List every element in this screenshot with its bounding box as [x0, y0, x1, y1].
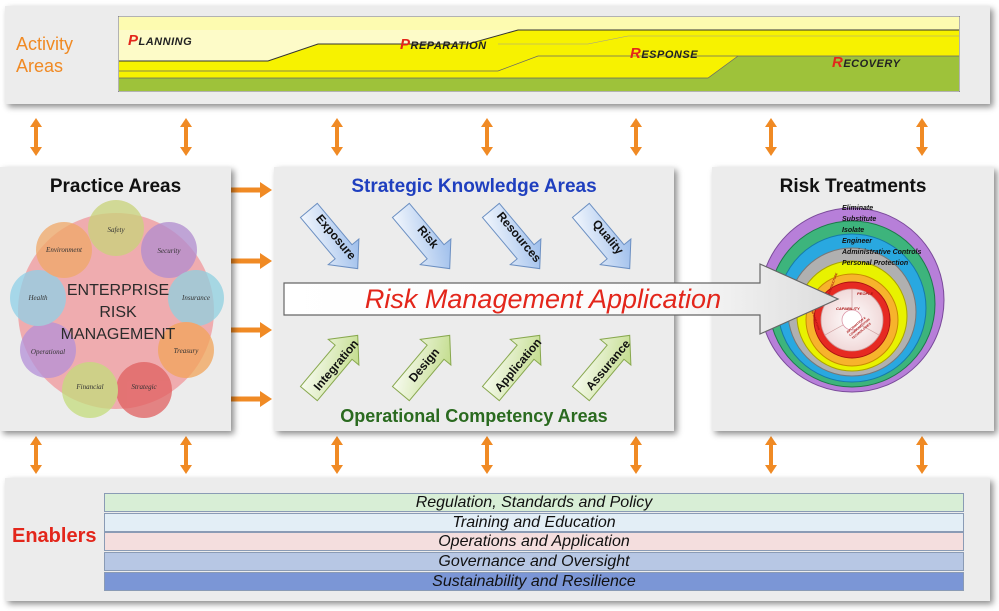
h-arrow-4 [230, 391, 272, 407]
enabler-row-sustainability: Sustainability and Resilience [104, 572, 964, 591]
rt-label-administrative: Administrative Controls [842, 249, 922, 256]
v-arrow-bottom-4 [481, 436, 493, 474]
practice-areas-title: Practice Areas [49, 176, 182, 197]
rt-label-personal-protection: Personal Protection [842, 260, 909, 267]
erm-line3: MANAGEMENT [60, 326, 176, 343]
petal-security [141, 222, 197, 278]
v-arrow-top-7 [916, 118, 928, 156]
phase-preparation-initial: P [400, 36, 411, 53]
petal-financial [62, 362, 118, 418]
phase-response-rest: ESPONSE [641, 49, 699, 61]
phase-preparation: PREPARATION [400, 36, 487, 53]
petal-label-health: Health [28, 294, 48, 302]
phase-recovery: RECOVERY [832, 54, 900, 71]
v-arrow-top-6 [765, 118, 777, 156]
petal-treasury [158, 322, 214, 378]
petal-label-environment: Environment [46, 246, 82, 254]
phase-preparation-rest: REPARATION [410, 40, 487, 52]
practice-wheel [10, 200, 224, 418]
petal-safety [88, 200, 144, 256]
petal-label-treasury: Treasury [173, 347, 199, 355]
v-arrow-bottom-7 [916, 436, 928, 474]
petal-label-insurance: Insurance [182, 294, 210, 302]
enablers-label: Enablers [12, 525, 97, 547]
petal-strategic [116, 362, 172, 418]
erm-line1: ENTERPRISE [66, 282, 170, 299]
v-arrow-bottom-6 [765, 436, 777, 474]
erm-line2: RISK [99, 304, 137, 321]
phase-response-initial: R [630, 45, 642, 62]
phase-planning-initial: P [128, 32, 139, 49]
v-arrow-top-2 [180, 118, 192, 156]
v-arrow-bottom-5 [630, 436, 642, 474]
risk-treatments-title: Risk Treatments [779, 176, 927, 197]
v-arrow-bottom-3 [331, 436, 343, 474]
activity-label-line2: Areas [16, 56, 64, 76]
activity-label-line1: Activity [16, 34, 74, 54]
activity-areas-label: Activity Areas [16, 33, 73, 77]
phase-planning: PLANNING [128, 32, 192, 49]
v-arrow-top-3 [331, 118, 343, 156]
h-arrow-1 [230, 182, 272, 198]
petal-label-strategic: Strategic [131, 383, 157, 391]
petal-health [10, 270, 66, 326]
petal-label-security: Security [157, 247, 181, 255]
enabler-row-operations: Operations and Application [104, 532, 964, 551]
rt-label-eliminate: Eliminate [842, 205, 874, 212]
v-arrow-bottom-1 [30, 436, 42, 474]
risk-management-banner-arrow [283, 263, 840, 335]
v-arrow-top-4 [481, 118, 493, 156]
enabler-row-training: Training and Education [104, 513, 964, 532]
rt-label-engineer: Engineer [842, 238, 872, 245]
risk-management-banner-text: Risk Management Application [364, 284, 722, 314]
erm-center-label: ENTERPRISE RISK MANAGEMENT [48, 280, 188, 346]
phase-recovery-rest: ECOVERY [843, 58, 901, 70]
activity-timeline [118, 16, 960, 92]
petal-environment [36, 222, 92, 278]
petal-label-financial: Financial [76, 383, 104, 391]
core-label-people: PEOPLE [857, 291, 874, 296]
phase-planning-rest: LANNING [138, 36, 193, 48]
petal-label-operational: Operational [30, 348, 66, 356]
rt-label-isolate: Isolate [842, 227, 865, 234]
petal-label-safety: Safety [107, 226, 125, 234]
petal-insurance [168, 270, 224, 326]
phase-response: RESPONSE [630, 45, 698, 62]
phase-recovery-initial: R [832, 54, 844, 71]
rt-label-substitute: Substitute [842, 216, 877, 223]
h-arrow-3 [230, 322, 272, 338]
h-arrow-2 [230, 253, 272, 269]
enabler-row-governance: Governance and Oversight [104, 552, 964, 571]
risk-treatment-rings [759, 207, 945, 393]
v-arrow-top-1 [30, 118, 42, 156]
v-arrow-top-5 [630, 118, 642, 156]
petal-operational [20, 322, 76, 378]
enabler-row-regulation: Regulation, Standards and Policy [104, 493, 964, 512]
v-arrow-bottom-2 [180, 436, 192, 474]
strategic-knowledge-title: Strategic Knowledge Areas [351, 176, 597, 197]
core-label-capability: CAPABILITY [836, 306, 860, 311]
operational-competency-title: Operational Competency Areas [340, 406, 608, 426]
